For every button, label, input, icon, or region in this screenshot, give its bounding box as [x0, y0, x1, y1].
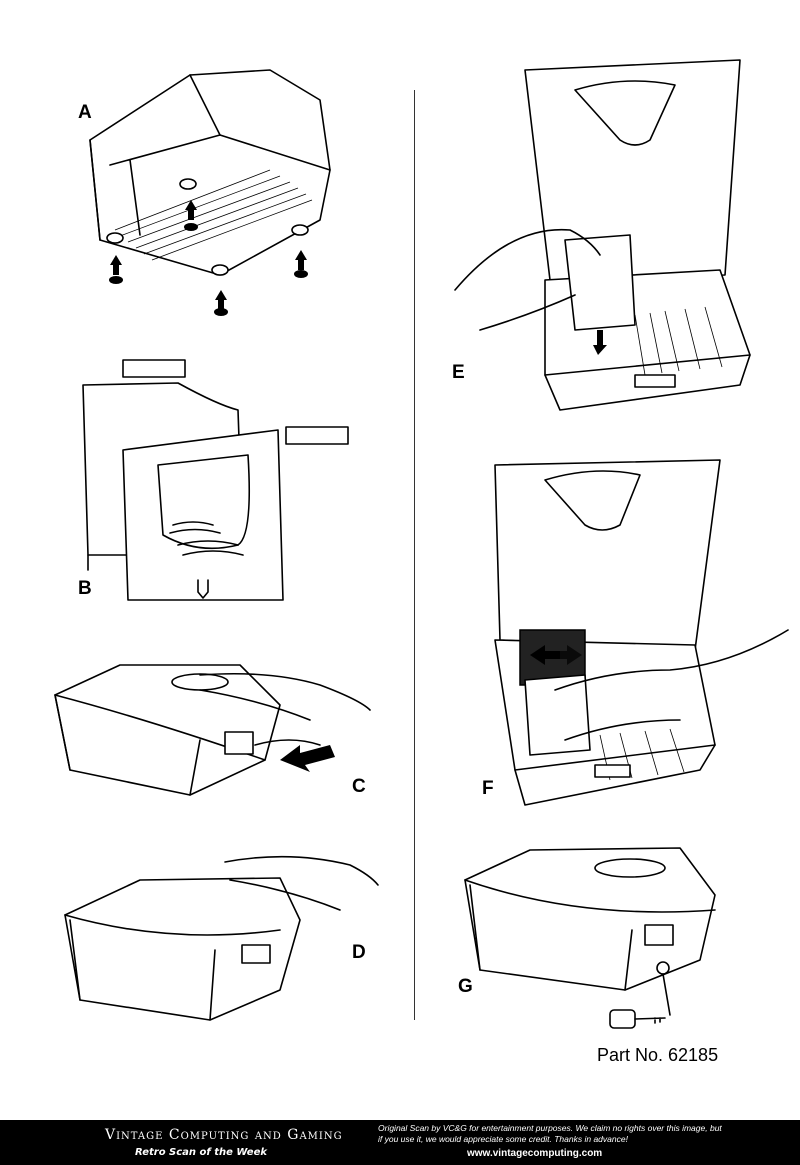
- column-divider: [414, 90, 415, 1020]
- step-b-illustration: [78, 355, 358, 620]
- footer-title: Vintage Computing and Gaming: [105, 1127, 343, 1143]
- footer-url[interactable]: www.vintagecomputing.com: [467, 1148, 603, 1159]
- step-label-a: A: [78, 102, 92, 123]
- step-g-illustration: [460, 840, 740, 1045]
- footer-note: Original Scan by VC&G for entertainment …: [378, 1123, 722, 1144]
- vent-slots: [114, 169, 313, 261]
- footer-banner: Vintage Computing and Gaming Retro Scan …: [0, 1120, 800, 1165]
- step-c-illustration: [50, 650, 380, 825]
- step-label-b: B: [78, 578, 92, 599]
- box-slots: [634, 306, 723, 376]
- step-label-f: F: [482, 778, 494, 799]
- step-f-illustration: [470, 450, 790, 815]
- step-label-g: G: [458, 976, 473, 997]
- up-arrow-icon: [110, 200, 307, 310]
- step-e-illustration: [450, 55, 760, 420]
- step-label-e: E: [452, 362, 465, 383]
- step-a-illustration: [70, 60, 370, 335]
- key-icon: [609, 1009, 666, 1029]
- step-label-c: C: [352, 776, 366, 797]
- part-number: Part No. 62185: [597, 1045, 719, 1065]
- footer-subtitle: Retro Scan of the Week: [135, 1147, 267, 1158]
- step-d-illustration: [60, 850, 380, 1035]
- box-slots: [599, 728, 685, 781]
- push-arrow-icon: [280, 745, 335, 772]
- step-label-d: D: [352, 942, 366, 963]
